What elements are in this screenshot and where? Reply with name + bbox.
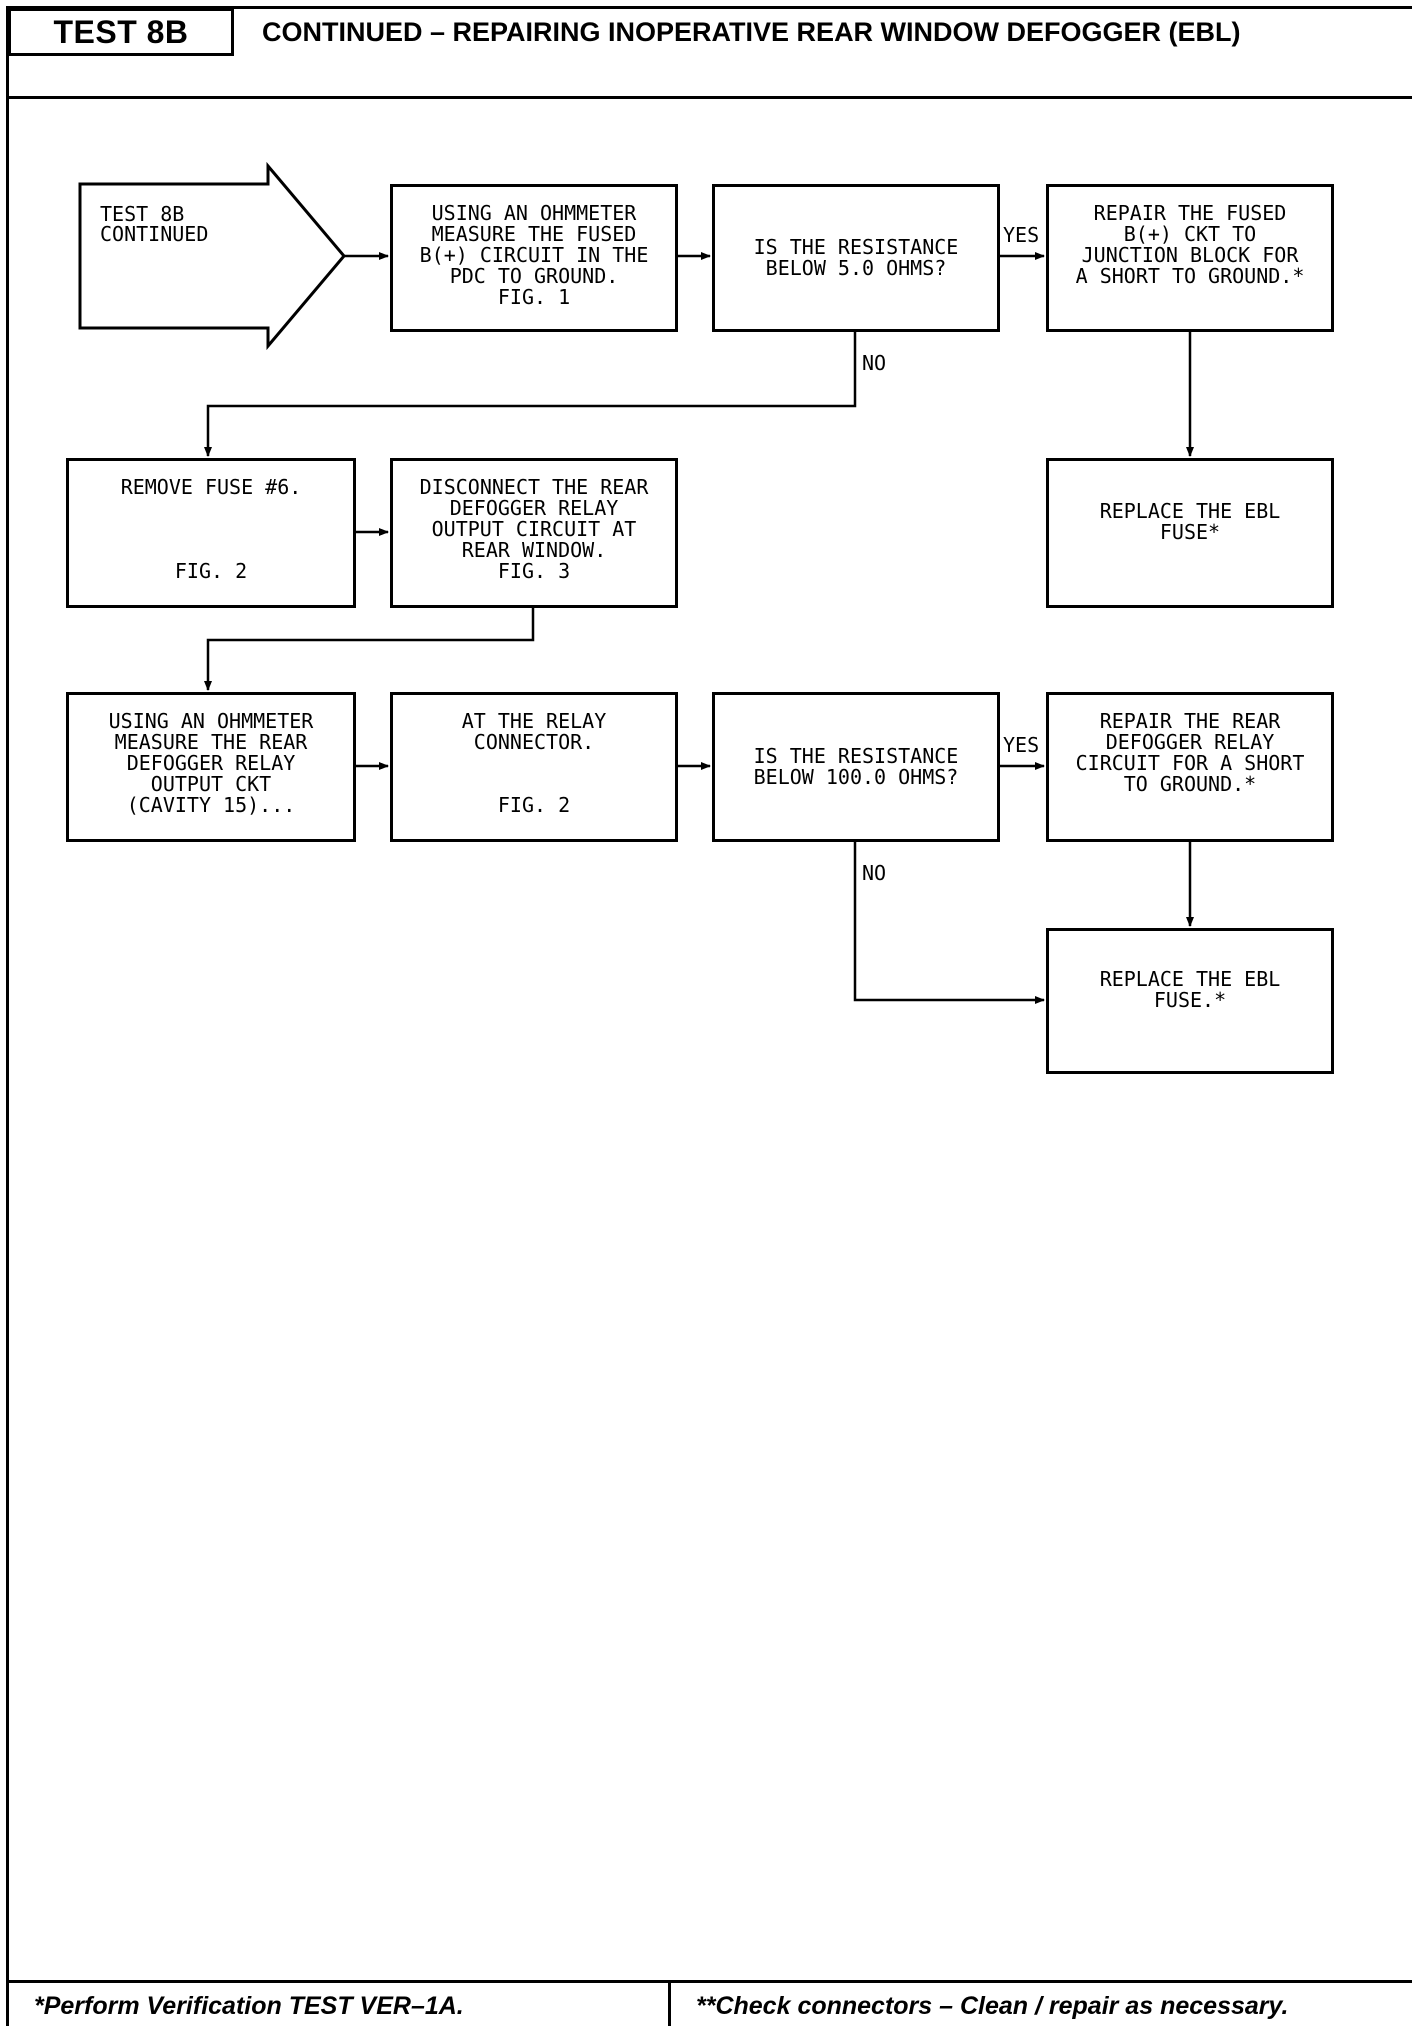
footer-connector-note: **Check connectors – Clean / repair as n… bbox=[696, 1991, 1289, 2020]
footer-top-rule bbox=[6, 1980, 1412, 1983]
connector-no1 bbox=[204, 332, 857, 457]
decision-below-5-ohms: IS THE RESISTANCE BELOW 5.0 OHMS? bbox=[712, 184, 1000, 332]
label-no-1: NO bbox=[862, 351, 887, 375]
step-disconnect-relay-output: DISCONNECT THE REAR DEFOGGER RELAY OUTPU… bbox=[390, 458, 678, 608]
step-measure-fused-b-plus: USING AN OHMMETER MEASURE THE FUSED B(+)… bbox=[390, 184, 678, 332]
step-measure-relay-output: USING AN OHMMETER MEASURE THE REAR DEFOG… bbox=[66, 692, 356, 842]
page-frame bbox=[6, 6, 1412, 2026]
header-bottom-rule bbox=[6, 96, 1412, 99]
step-replace-ebl-fuse-1: REPLACE THE EBL FUSE* bbox=[1046, 458, 1334, 608]
test-id: TEST 8B bbox=[53, 13, 189, 50]
start-arrow-shape bbox=[78, 161, 346, 351]
test-id-box: TEST 8B bbox=[8, 8, 234, 56]
header-top-rule bbox=[6, 6, 1412, 9]
connector-disconnect-to-measure2 bbox=[204, 608, 535, 691]
step-repair-fused-b-plus: REPAIR THE FUSED B(+) CKT TO JUNCTION BL… bbox=[1046, 184, 1334, 332]
label-yes-2: YES bbox=[1003, 733, 1040, 757]
page-title: CONTINUED – REPAIRING INOPERATIVE REAR W… bbox=[262, 17, 1241, 47]
step-repair-relay-circuit: REPAIR THE REAR DEFOGGER RELAY CIRCUIT F… bbox=[1046, 692, 1334, 842]
label-no-2: NO bbox=[862, 861, 887, 885]
footer-verification-note: *Perform Verification TEST VER–1A. bbox=[34, 1991, 464, 2020]
step-at-relay-connector: AT THE RELAY CONNECTOR. FIG. 2 bbox=[390, 692, 678, 842]
decision-below-100-ohms: IS THE RESISTANCE BELOW 100.0 OHMS? bbox=[712, 692, 1000, 842]
step-replace-ebl-fuse-2: REPLACE THE EBL FUSE.* bbox=[1046, 928, 1334, 1074]
connector-no2 bbox=[853, 842, 1045, 1004]
label-yes-1: YES bbox=[1003, 223, 1040, 247]
footer-divider bbox=[668, 1980, 671, 2026]
start-label: TEST 8B CONTINUED bbox=[100, 202, 209, 246]
step-remove-fuse: REMOVE FUSE #6. FIG. 2 bbox=[66, 458, 356, 608]
